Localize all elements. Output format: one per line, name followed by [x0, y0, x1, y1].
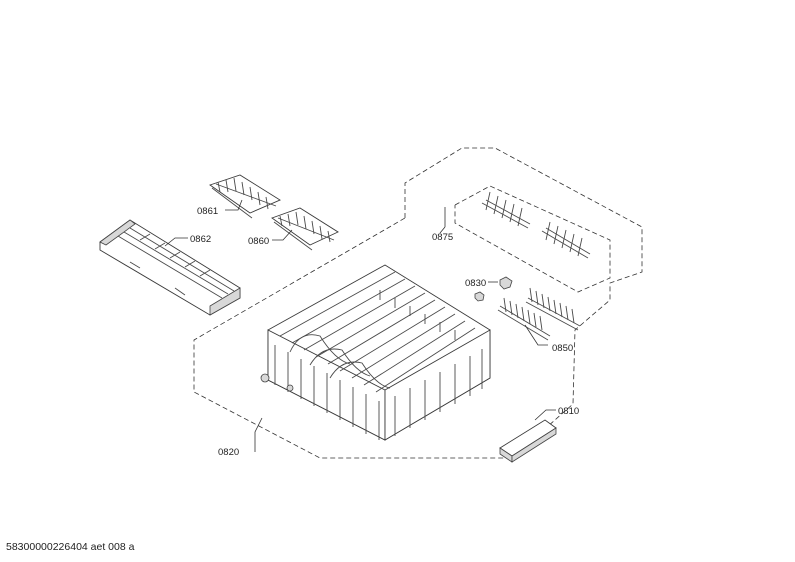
label-0862: 0862	[190, 234, 211, 245]
leader-lines	[164, 199, 556, 452]
part-0862-cutlery-tray	[99, 219, 241, 316]
part-0810-cover	[499, 419, 557, 463]
assembly-outline-main	[193, 147, 643, 459]
label-0860: 0860	[248, 236, 269, 247]
label-0830: 0830	[465, 278, 486, 289]
part-0820-upper-basket	[260, 264, 491, 441]
part-0861-clip-rail	[209, 174, 281, 219]
part-0860-clip-rail	[271, 207, 339, 251]
label-0875: 0875	[432, 232, 453, 243]
label-0861: 0861	[197, 206, 218, 217]
drawing-code: 58300000226404 aet 008 a	[6, 541, 135, 553]
part-0830-clip	[474, 276, 513, 302]
part-0875-tine-rows	[481, 191, 591, 259]
label-0820: 0820	[218, 447, 239, 458]
label-0850: 0850	[552, 343, 573, 354]
label-0810: 0810	[558, 406, 579, 417]
assembly-outline-rack	[454, 185, 611, 293]
part-0850-tine-racks	[497, 287, 581, 341]
